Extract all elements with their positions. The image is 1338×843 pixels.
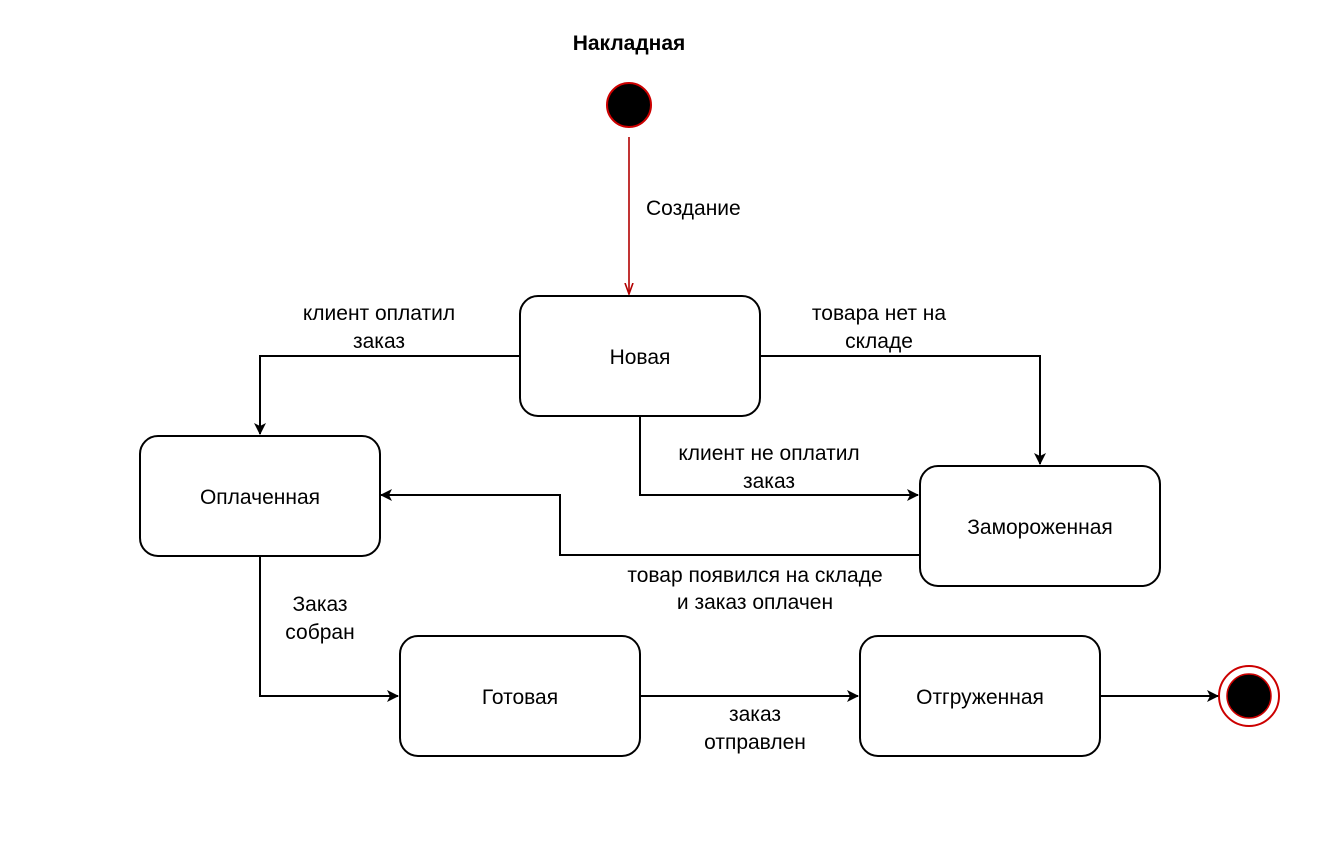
state-ready-label: Готовая: [482, 686, 558, 709]
label-restock: товар появился на складе и заказ оплачен: [627, 564, 882, 614]
label-sent-line2: отправлен: [704, 731, 806, 754]
state-new-label: Новая: [610, 346, 671, 369]
state-frozen-label: Замороженная: [967, 516, 1113, 539]
label-client-paid-line2: заказ: [353, 330, 405, 353]
state-new: Новая: [519, 295, 761, 417]
label-client-unpaid-line2: заказ: [743, 470, 795, 493]
label-assembled-line2: собран: [285, 621, 354, 644]
state-paid-label: Оплаченная: [200, 486, 320, 509]
label-no-stock-line2: складе: [845, 330, 913, 353]
label-client-paid: клиент оплатил заказ: [303, 302, 455, 353]
diagram-title: Накладная: [573, 32, 686, 55]
state-frozen: Замороженная: [919, 465, 1161, 587]
label-no-stock: товара нет на складе: [812, 302, 946, 353]
edge-new-to-frozen-unpaid: [639, 416, 919, 501]
label-client-paid-line1: клиент оплатил: [303, 302, 455, 325]
initial-state: [606, 82, 652, 128]
edge-paid-to-ready: [259, 556, 399, 702]
label-sent: заказ отправлен: [704, 703, 806, 754]
label-restock-line2: и заказ оплачен: [677, 591, 833, 614]
edge-new-to-frozen-no-stock: [760, 355, 1046, 465]
label-create: Создание: [646, 197, 741, 220]
edge-frozen-to-paid: [380, 489, 919, 556]
state-shipped: Отгруженная: [859, 635, 1101, 757]
label-assembled-line1: Заказ: [292, 593, 347, 616]
edge-new-to-paid: [254, 355, 519, 435]
label-restock-line1: товар появился на складе: [627, 564, 882, 587]
label-sent-line1: заказ: [729, 703, 781, 726]
state-shipped-label: Отгруженная: [916, 686, 1044, 709]
label-assembled: Заказ собран: [285, 593, 354, 644]
label-no-stock-line1: товара нет на: [812, 302, 946, 325]
state-paid: Оплаченная: [139, 435, 381, 557]
state-ready: Готовая: [399, 635, 641, 757]
label-client-unpaid-line1: клиент не оплатил: [678, 442, 859, 465]
final-state: [1218, 665, 1280, 727]
label-client-unpaid: клиент не оплатил заказ: [678, 442, 859, 493]
